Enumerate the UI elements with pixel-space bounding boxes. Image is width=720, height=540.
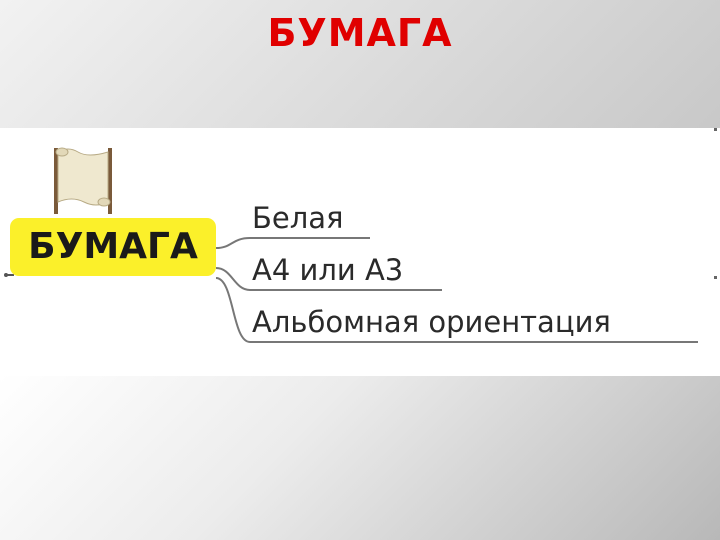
branch-label-2[interactable]: А4 или А3 xyxy=(252,253,404,287)
connector-branch-2 xyxy=(215,267,442,291)
connector-branch-1 xyxy=(215,237,370,249)
branch-label-1[interactable]: Белая xyxy=(252,201,344,235)
mindmap-panel: БУМАГА Белая А4 или А3 Альбомная ориента… xyxy=(0,128,720,376)
slide-title: БУМАГА xyxy=(267,11,453,55)
branch-connectors xyxy=(4,237,698,343)
central-topic-node[interactable]: БУМАГА xyxy=(10,218,216,276)
branch-label-3[interactable]: Альбомная ориентация xyxy=(252,305,611,339)
panel-edge-mark-mid xyxy=(714,276,717,279)
slide-background-fade xyxy=(0,376,720,540)
paper-scroll-icon xyxy=(54,147,112,214)
panel-edge-mark-top xyxy=(714,128,717,131)
root-connector-dot xyxy=(4,273,8,277)
connector-branch-3 xyxy=(215,277,698,343)
